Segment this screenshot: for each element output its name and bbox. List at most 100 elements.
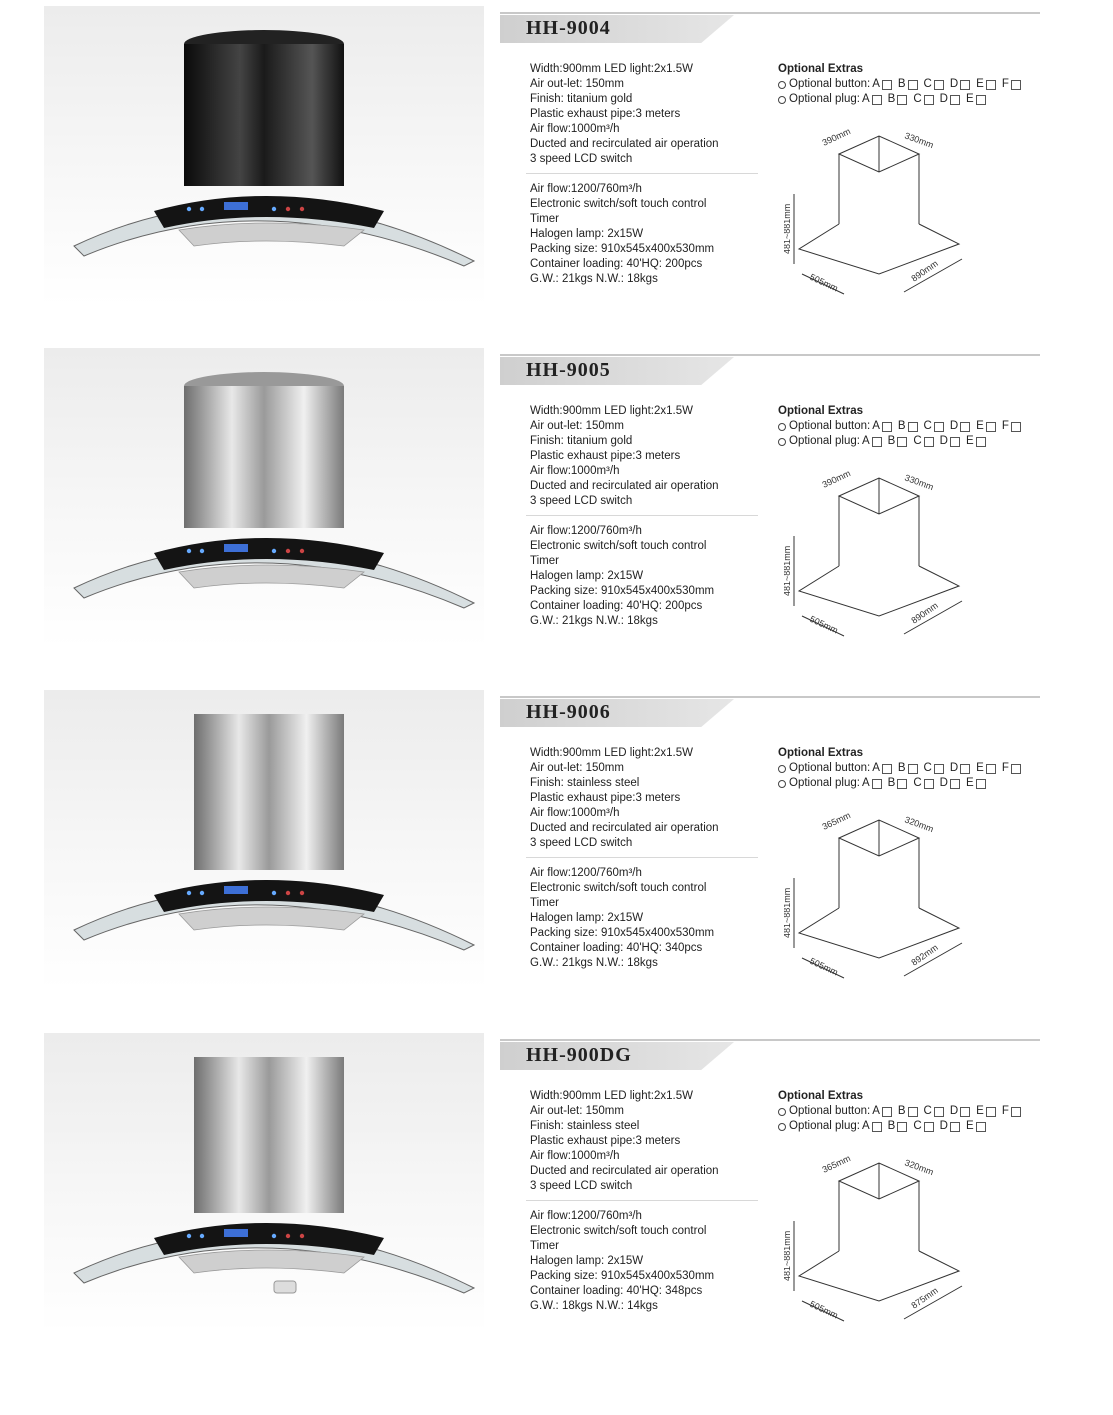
checkbox-icon[interactable] <box>949 436 960 447</box>
option-item[interactable]: D <box>950 77 971 92</box>
option-item[interactable]: B <box>898 77 918 92</box>
checkbox-icon[interactable] <box>923 94 934 105</box>
option-item[interactable]: E <box>976 77 996 92</box>
option-item[interactable]: F <box>1002 419 1021 434</box>
checkbox-icon[interactable] <box>897 1121 908 1132</box>
radio-icon[interactable] <box>778 779 786 788</box>
option-item[interactable]: B <box>888 434 908 449</box>
option-item[interactable]: A <box>872 1104 892 1119</box>
checkbox-icon[interactable] <box>881 763 892 774</box>
radio-icon[interactable] <box>778 80 786 89</box>
spec-line: Air out-let: 150mm <box>530 762 624 774</box>
checkbox-icon[interactable] <box>897 778 908 789</box>
option-item[interactable]: F <box>1002 1104 1021 1119</box>
checkbox-icon[interactable] <box>1010 1106 1021 1117</box>
option-item[interactable]: C <box>913 92 934 107</box>
checkbox-icon[interactable] <box>907 763 918 774</box>
option-item[interactable]: D <box>940 1119 960 1134</box>
option-item[interactable]: E <box>976 419 996 434</box>
checkbox-icon[interactable] <box>975 778 986 789</box>
checkbox-icon[interactable] <box>985 1106 996 1117</box>
option-item[interactable]: A <box>862 776 882 791</box>
checkbox-icon[interactable] <box>985 79 996 90</box>
option-item[interactable]: B <box>888 776 908 791</box>
option-item[interactable]: F <box>1002 77 1021 92</box>
option-item[interactable]: D <box>950 1104 971 1119</box>
dimension-label: 330mm <box>903 130 935 150</box>
option-item[interactable]: B <box>898 419 918 434</box>
checkbox-icon[interactable] <box>1010 79 1021 90</box>
checkbox-icon[interactable] <box>1010 421 1021 432</box>
option-item[interactable]: E <box>966 434 986 449</box>
option-item[interactable]: A <box>872 77 892 92</box>
radio-icon[interactable] <box>778 422 786 431</box>
option-item[interactable]: A <box>862 434 882 449</box>
checkbox-icon[interactable] <box>897 94 908 105</box>
checkbox-icon[interactable] <box>985 763 996 774</box>
option-item[interactable]: C <box>924 419 944 434</box>
checkbox-icon[interactable] <box>933 79 944 90</box>
option-item[interactable]: A <box>862 92 882 107</box>
option-item[interactable]: D <box>950 761 971 776</box>
checkbox-icon[interactable] <box>985 421 996 432</box>
checkbox-icon[interactable] <box>907 1106 918 1117</box>
option-item[interactable]: B <box>888 1119 908 1134</box>
checkbox-icon[interactable] <box>949 94 960 105</box>
option-item[interactable]: C <box>924 761 944 776</box>
option-item[interactable]: C <box>924 77 944 92</box>
radio-icon[interactable] <box>778 1107 786 1116</box>
checkbox-icon[interactable] <box>960 1106 971 1117</box>
option-item[interactable]: B <box>898 761 918 776</box>
checkbox-icon[interactable] <box>871 1121 882 1132</box>
checkbox-icon[interactable] <box>949 778 960 789</box>
checkbox-icon[interactable] <box>881 79 892 90</box>
radio-icon[interactable] <box>778 764 786 773</box>
checkbox-icon[interactable] <box>871 436 882 447</box>
option-item[interactable]: E <box>976 1104 996 1119</box>
checkbox-icon[interactable] <box>881 1106 892 1117</box>
option-item[interactable]: D <box>940 92 960 107</box>
checkbox-icon[interactable] <box>960 763 971 774</box>
checkbox-icon[interactable] <box>871 778 882 789</box>
option-item[interactable]: D <box>940 434 960 449</box>
touch-button-icon <box>299 548 305 554</box>
option-item[interactable]: E <box>966 1119 986 1134</box>
option-item[interactable]: C <box>913 776 934 791</box>
checkbox-icon[interactable] <box>975 1121 986 1132</box>
checkbox-icon[interactable] <box>881 421 892 432</box>
checkbox-icon[interactable] <box>933 421 944 432</box>
checkbox-icon[interactable] <box>907 421 918 432</box>
option-item[interactable]: A <box>872 419 892 434</box>
checkbox-icon[interactable] <box>975 436 986 447</box>
option-item[interactable]: A <box>862 1119 882 1134</box>
radio-icon[interactable] <box>778 95 786 104</box>
checkbox-icon[interactable] <box>949 1121 960 1132</box>
model-header: HH-900DG <box>500 1039 1040 1070</box>
checkbox-icon[interactable] <box>923 778 934 789</box>
option-item[interactable]: C <box>924 1104 944 1119</box>
option-item[interactable]: C <box>913 1119 934 1134</box>
radio-icon[interactable] <box>778 1122 786 1131</box>
checkbox-icon[interactable] <box>975 94 986 105</box>
option-item[interactable]: E <box>966 92 986 107</box>
option-item[interactable]: C <box>913 434 934 449</box>
checkbox-icon[interactable] <box>1010 763 1021 774</box>
checkbox-icon[interactable] <box>907 79 918 90</box>
radio-icon[interactable] <box>778 437 786 446</box>
option-item[interactable]: D <box>940 776 960 791</box>
checkbox-icon[interactable] <box>923 1121 934 1132</box>
option-item[interactable]: B <box>888 92 908 107</box>
option-item[interactable]: E <box>976 761 996 776</box>
checkbox-icon[interactable] <box>933 763 944 774</box>
option-item[interactable]: E <box>966 776 986 791</box>
option-item[interactable]: D <box>950 419 971 434</box>
checkbox-icon[interactable] <box>933 1106 944 1117</box>
checkbox-icon[interactable] <box>960 421 971 432</box>
option-item[interactable]: B <box>898 1104 918 1119</box>
checkbox-icon[interactable] <box>871 94 882 105</box>
checkbox-icon[interactable] <box>923 436 934 447</box>
option-item[interactable]: F <box>1002 761 1021 776</box>
option-item[interactable]: A <box>872 761 892 776</box>
checkbox-icon[interactable] <box>897 436 908 447</box>
checkbox-icon[interactable] <box>960 79 971 90</box>
